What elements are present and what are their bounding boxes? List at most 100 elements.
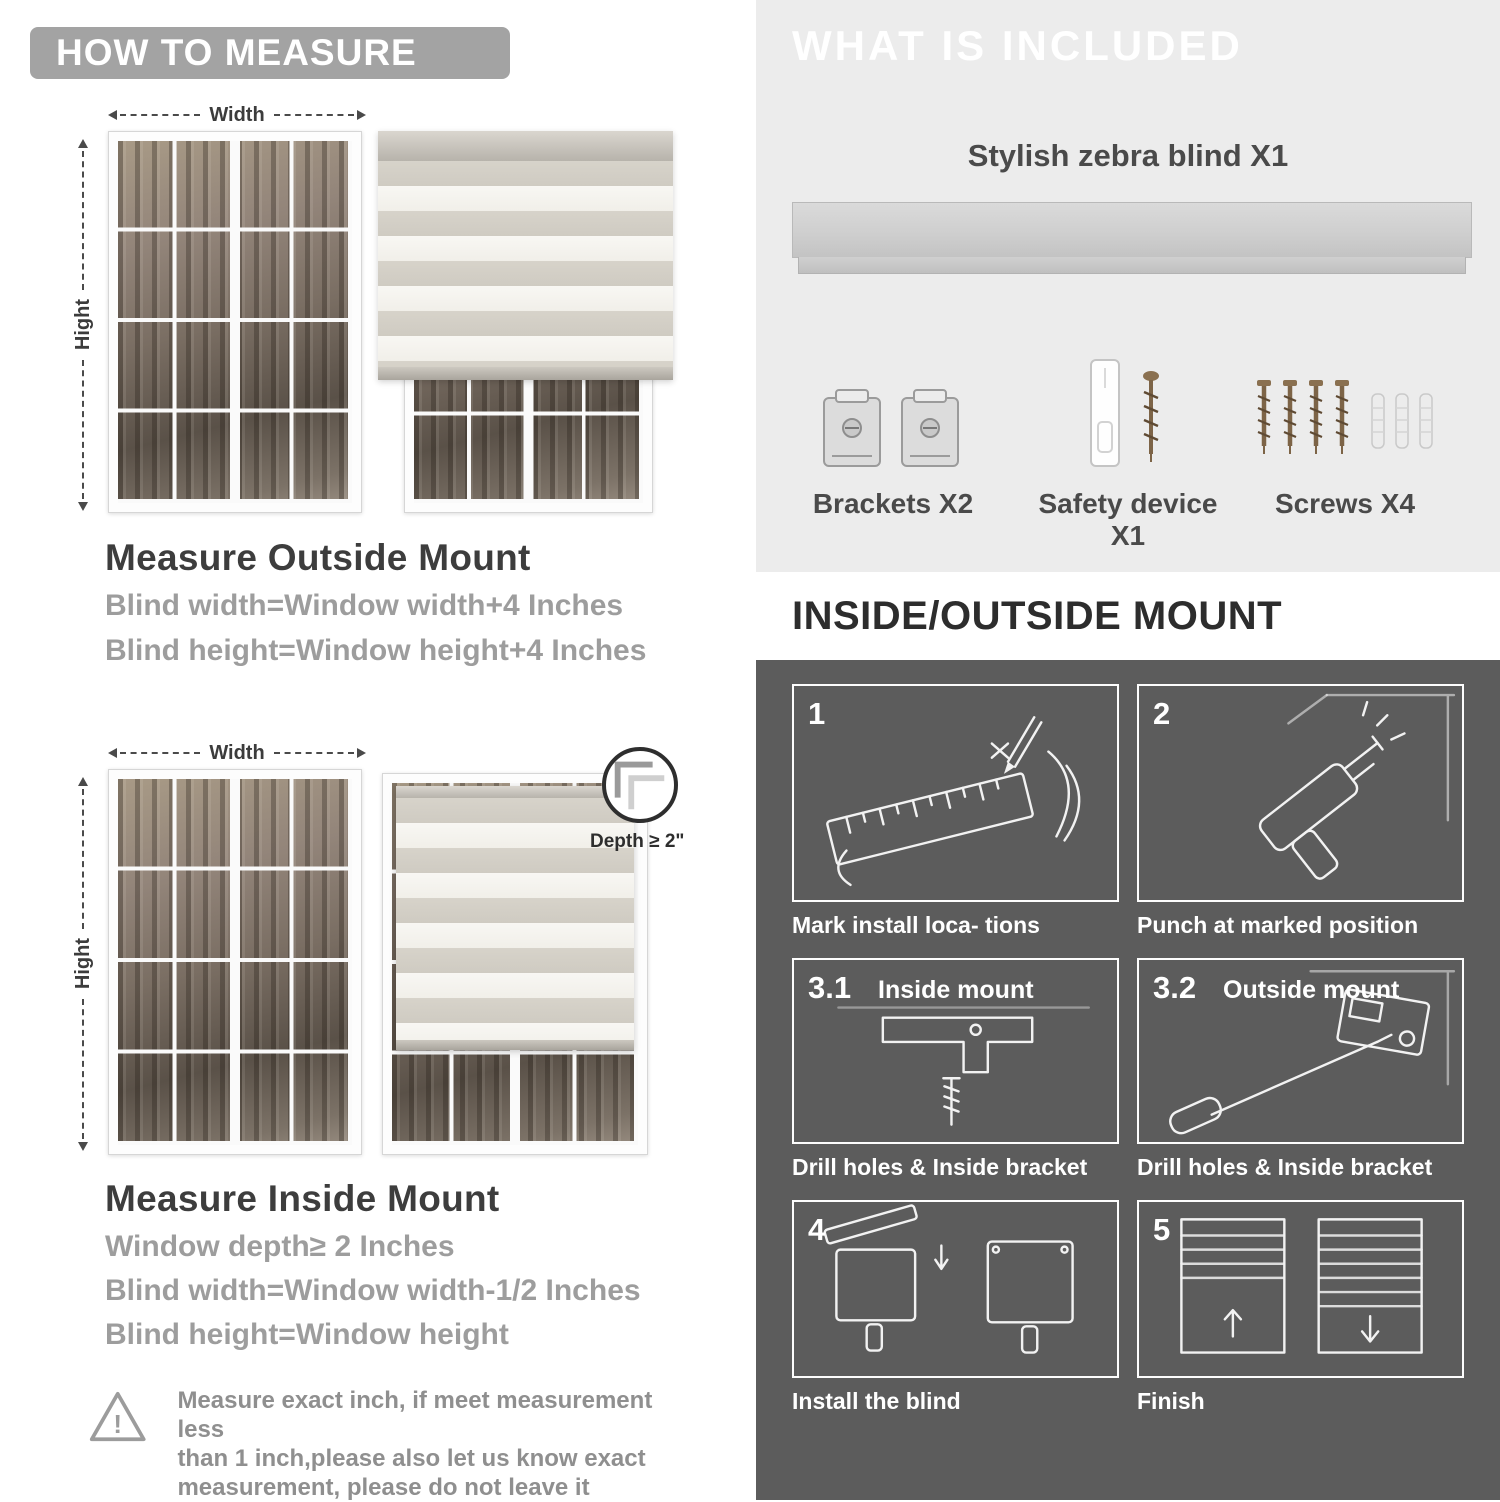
included-item-safety-device: Safety device X1 [1018,336,1238,552]
arrow-down-icon [78,1142,88,1151]
window-illustration [108,769,362,1155]
arrow-up-icon [78,777,88,786]
dashed-line [273,114,355,116]
measure-note: ! Measure exact inch, if meet measuremen… [88,1386,668,1502]
step-mode-label: Outside mount [1223,976,1400,1004]
arrow-left-icon [108,110,117,120]
window-corner-detail-icon [614,761,665,810]
depth-label: Depth ≥ 2" [590,831,685,852]
outside-mount-figure: Width Hight [70,103,680,525]
blind-fabric [378,161,673,367]
inside-mount-rule-depth: Window depth≥ 2 Inches [105,1230,455,1263]
svg-text:!: ! [113,1409,122,1439]
step-5-illustration: 5 [1137,1200,1464,1378]
step-3-2-illustration: 3.2 Outside mount [1137,958,1464,1144]
step-caption: Finish [1137,1388,1205,1414]
step-5: 5 Finish [1137,1200,1464,1418]
included-item-label: Safety device X1 [1038,488,1218,551]
height-dimension: Hight [72,139,94,511]
inside-mount-rule-width: Blind width=Window width-1/2 Inches [105,1274,641,1307]
mount-section-title: INSIDE/OUTSIDE MOUNT [792,594,1283,638]
step-caption: Drill holes & Inside bracket [792,1154,1088,1180]
warning-icon: ! [89,1391,146,1442]
included-item-label: Screws X4 [1274,488,1416,519]
dashed-line [120,752,201,754]
step-2: 2 Punch at marked po [1137,684,1464,942]
inside-blind-window-illustration [382,773,648,1155]
zebra-blind-illustration [396,786,634,1050]
dashed-line [82,789,84,930]
included-item-label: Brackets X2 [812,488,974,519]
inside-mount-rule-height: Blind height=Window height [105,1318,509,1351]
step-number: 3.1 [808,970,852,1005]
arrow-up-icon [78,139,88,148]
safety-device-art [1090,359,1159,467]
what-is-included-title: WHAT IS INCLUDED [792,22,1243,69]
width-label: Width [209,103,265,126]
brackets-art [823,389,959,467]
height-dimension: Hight [72,777,94,1151]
step-mode-label: Inside mount [878,976,1034,1004]
mount-steps-grid: 1 [756,660,1500,1442]
width-dimension: Width [108,741,367,764]
window-glass [118,141,352,503]
window-glass [118,779,352,1145]
blind-cassette [396,786,634,798]
step-number: 1 [808,696,826,731]
step-1: 1 [792,684,1119,942]
screws-icon [1235,336,1455,476]
step-number: 5 [1153,1212,1171,1247]
dashed-line [273,752,355,754]
step-caption: Mark install loca- tions [792,912,1040,938]
blind-bottom-rail [378,367,673,380]
outside-bracket-art [1169,970,1456,1135]
blind-bottom-rail [396,1040,634,1050]
step-2-illustration: 2 [1137,684,1464,902]
blind-product-label: Stylish zebra blind X1 [967,138,1289,173]
step-3-1: 3.1 Inside mount Drill holes & Inside br… [792,958,1119,1184]
dashed-line [120,114,201,116]
blind-cassette [378,131,673,161]
step-3-2: 3.2 Outside mount Drill hole [1137,958,1464,1184]
step-1-illustration: 1 [792,684,1119,902]
note-line: measurement, please do not leave it [177,1474,590,1501]
inside-mount-figure: Width Hight Dept [70,735,690,1165]
height-label: Hight [71,938,94,990]
finish-art [1180,1218,1423,1354]
what-is-included-panel: WHAT IS INCLUDED Stylish zebra blind X1 [756,0,1500,572]
arrow-down-icon [78,502,88,511]
install-blind-art [823,1204,1074,1354]
outside-mount-rule-height: Blind height=Window height+4 Inches [105,634,647,667]
zebra-blind-illustration [378,131,673,380]
step-caption: Punch at marked position [1137,912,1419,938]
step-caption: Install the blind [792,1388,961,1414]
step-4-illustration: 4 [792,1200,1119,1378]
how-to-measure-title: HOW TO MEASURE [56,32,417,73]
zebra-blind-headrail-illustration [792,202,1472,274]
step-4: 4 Install the blind [792,1200,1119,1418]
mount-steps-panel: 1 [756,660,1500,1500]
step-3-1-illustration: 3.1 Inside mount [792,958,1119,1144]
step-number: 3.2 [1153,970,1197,1005]
depth-magnifier [602,747,678,823]
step-caption: Drill holes & Inside bracket [1137,1154,1433,1180]
included-items: Brackets X2 Safety device X1 [756,336,1500,551]
outside-mount-heading: Measure Outside Mount [105,537,531,578]
blind-over-window-illustration [378,131,673,515]
blind-fabric [396,798,634,1040]
note-line: than 1 inch,please also let us know exac… [177,1445,646,1472]
step-number: 4 [808,1212,826,1247]
note-line: Measure exact inch, if meet measurement … [177,1387,653,1443]
width-label: Width [209,741,265,764]
included-item-screws: Screws X4 [1235,336,1455,520]
note-text: Measure exact inch, if meet measurement … [177,1386,668,1502]
included-item-brackets: Brackets X2 [783,336,1003,520]
screws-art [1250,366,1433,476]
dashed-line [82,151,84,291]
brackets-icon [783,336,1003,476]
mark-locations-art [826,716,1081,887]
outside-mount-rule-width: Blind width=Window width+4 Inches [105,589,624,622]
inside-bracket-art [837,1006,1090,1126]
arrow-right-icon [357,110,367,120]
